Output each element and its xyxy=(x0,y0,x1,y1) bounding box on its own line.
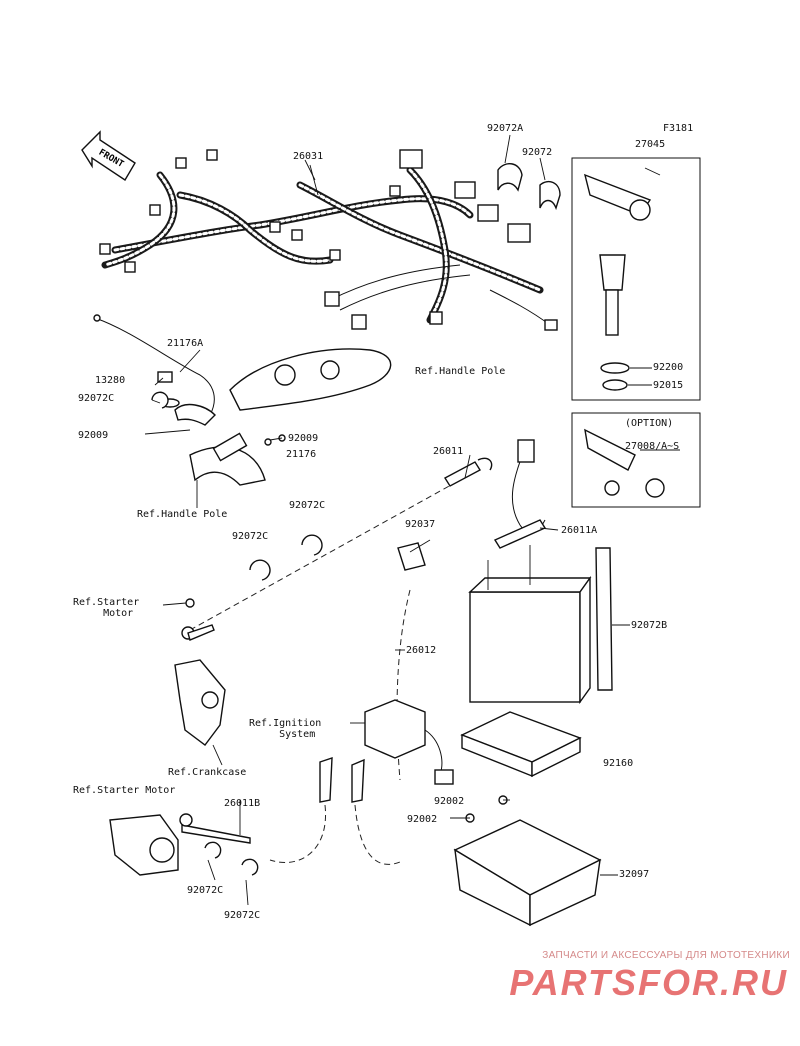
ignition-key-box xyxy=(571,157,701,401)
figure-code: F3181 xyxy=(663,123,694,134)
part-label-27008: 27008/A~S xyxy=(625,441,680,452)
part-label-92072C-d: 92072C xyxy=(187,885,224,896)
option-label: (OPTION) xyxy=(625,418,674,429)
handle-pole-assembly xyxy=(93,314,392,508)
part-label-92037: 92037 xyxy=(405,519,436,530)
part-label-92072: 92072 xyxy=(522,147,553,158)
part-label-92160: 92160 xyxy=(603,758,634,769)
part-label-26031: 26031 xyxy=(293,151,324,162)
part-label-92015: 92015 xyxy=(653,380,684,391)
clamps xyxy=(151,134,561,581)
part-label-92009-a: 92009 xyxy=(78,430,109,441)
part-label-21176A: 21176A xyxy=(167,338,204,349)
part-label-26011A: 26011A xyxy=(561,525,598,536)
part-label-92002-a: 92002 xyxy=(434,796,465,807)
part-label-13280: 13280 xyxy=(95,375,126,386)
watermark-tagline: ЗАПЧАСТИ И АКСЕССУАРЫ ДЛЯ МОТОТЕХНИКИ xyxy=(542,950,790,961)
front-arrow: FRONT xyxy=(81,130,136,181)
part-label-92072C-a: 92072C xyxy=(78,393,115,404)
part-label-26011B: 26011B xyxy=(224,798,261,809)
part-label-26011: 26011 xyxy=(433,446,464,457)
ref-crankcase: Ref.Crankcase xyxy=(168,767,247,778)
part-label-92072C-b: 92072C xyxy=(289,500,326,511)
part-label-21176: 21176 xyxy=(286,449,317,460)
part-label-92009-b: 92009 xyxy=(288,433,319,444)
option-box xyxy=(571,412,701,508)
main-harness-26031 xyxy=(99,149,558,331)
part-label-32097: 32097 xyxy=(619,869,650,880)
part-label-92002-b: 92002 xyxy=(407,814,438,825)
part-label-92072C-e: 92072C xyxy=(224,910,261,921)
starter-relay xyxy=(269,699,454,865)
watermark-logo: PARTSFOR.RU xyxy=(509,962,788,1003)
part-label-92072C-c: 92072C xyxy=(232,531,269,542)
part-label-92072A: 92072A xyxy=(487,123,524,134)
ref-handle-pole-bottom: Ref.Handle Pole xyxy=(137,509,228,520)
ref-handle-pole-top: Ref.Handle Pole xyxy=(415,366,506,377)
ref-starter-motor-top: Ref.Starter Motor xyxy=(73,597,140,619)
crankcase-ref xyxy=(174,598,226,766)
ref-starter-motor-bottom: Ref.Starter Motor xyxy=(73,785,176,796)
part-label-92072B: 92072B xyxy=(631,620,668,631)
part-label-27045: 27045 xyxy=(635,139,666,150)
battery-assembly xyxy=(189,439,630,927)
part-label-92200: 92200 xyxy=(653,362,684,373)
part-label-26012: 26012 xyxy=(406,645,437,656)
ref-ignition-system: Ref.Ignition System xyxy=(249,718,322,740)
starter-motor xyxy=(109,813,259,876)
leader-lines xyxy=(151,164,559,906)
